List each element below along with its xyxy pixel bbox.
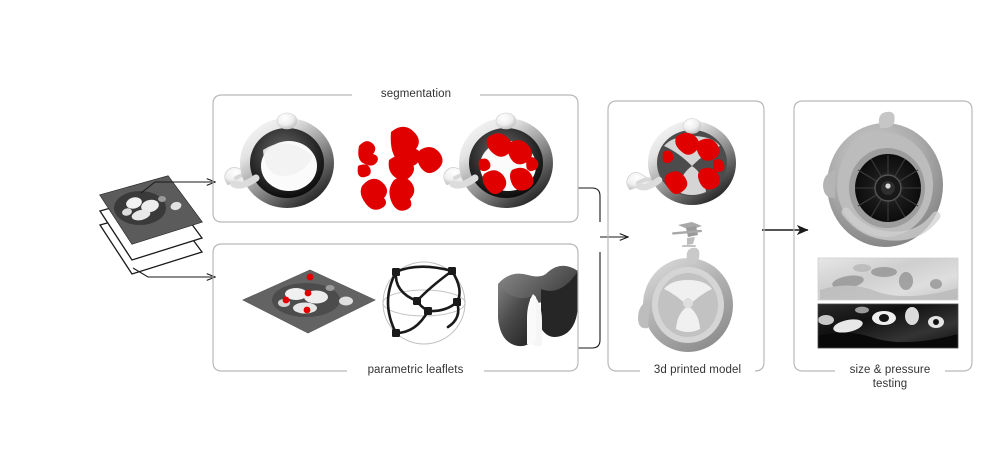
digital-valve-model (626, 118, 736, 205)
calcification-clusters (357, 126, 443, 211)
panel-label-line-1: size & pressure (849, 364, 931, 376)
ct-slice-stack (98, 175, 204, 275)
connector-input-to-segmentation (140, 182, 215, 194)
panel-label-size-pressure-testing: size & pressure testing (835, 363, 945, 391)
panel-label-line-2: testing (842, 377, 938, 391)
leaflet-surface-model (498, 265, 578, 347)
annotated-ct-plane (242, 269, 376, 334)
landmark-points (282, 273, 314, 314)
radial-sizing-device (855, 154, 921, 222)
panel-label-3d-printed-model: 3d printed model (640, 364, 755, 378)
panel-label-segmentation: segmentation (352, 88, 480, 102)
control-nodes (392, 267, 461, 337)
pressure-map-dark (817, 303, 959, 349)
aortic-root-render (224, 112, 334, 208)
physical-printed-valve (638, 247, 733, 352)
connector-merge-to-printed-model (578, 187, 628, 349)
connector-input-to-parametric (132, 267, 215, 277)
root-with-calcification-overlay (443, 112, 553, 208)
pressure-map-light (817, 257, 959, 301)
valve-sizer-photo (823, 111, 943, 247)
panel-label-parametric-leaflets: parametric leaflets (347, 364, 484, 378)
control-point-wireframe (382, 261, 466, 345)
3d-printer-icon (672, 222, 702, 247)
panel-borders (212, 94, 973, 372)
